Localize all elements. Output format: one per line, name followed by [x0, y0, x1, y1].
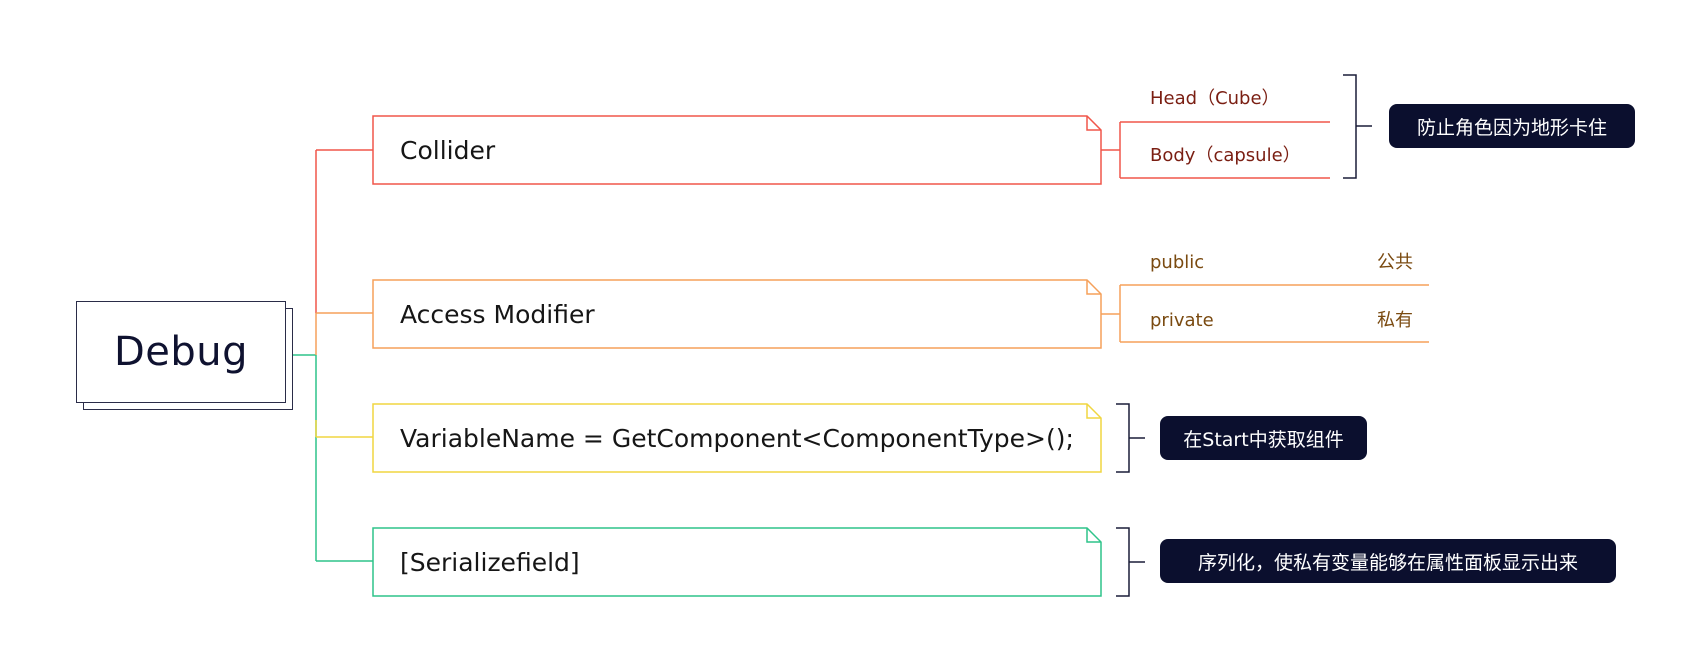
node-box-collider [372, 115, 1102, 185]
node-fold-getcomponent [1086, 404, 1101, 419]
node-box-access [372, 279, 1102, 349]
node-fold-serialize [1086, 528, 1101, 543]
note-getcomponent-summary[interactable]: 在Start中获取组件 [1160, 416, 1367, 460]
node-collider-label[interactable]: Collider [400, 136, 496, 165]
note-serialize-text: 序列化，使私有变量能够在属性面板显示出来 [1197, 551, 1578, 574]
leaf-private[interactable]: private [1150, 310, 1214, 331]
node-fold-access [1086, 280, 1101, 295]
leaf-public[interactable]: public [1150, 252, 1205, 273]
leaf-body-capsule[interactable]: Body（capsule） [1150, 145, 1301, 166]
collider-summary-bracket [1343, 74, 1372, 179]
leaf-private-meaning: 私有 [1377, 310, 1413, 331]
getcomponent-bracket [1116, 403, 1145, 473]
leaf-public-meaning: 公共 [1377, 252, 1413, 273]
node-serializefield-label[interactable]: [Serializefield] [400, 548, 580, 577]
root-node[interactable]: Debug [76, 301, 286, 403]
root-label: Debug [113, 329, 249, 375]
serialize-bracket [1116, 527, 1145, 597]
note-getcomponent-text: 在Start中获取组件 [1183, 428, 1344, 451]
node-box-getcomponent [372, 403, 1102, 473]
note-serialize-summary[interactable]: 序列化，使私有变量能够在属性面板显示出来 [1160, 539, 1616, 583]
note-collider-text: 防止角色因为地形卡住 [1416, 116, 1607, 139]
node-box-serialize [372, 527, 1102, 597]
node-getcomponent-label[interactable]: VariableName = GetComponent<ComponentTyp… [400, 424, 1074, 453]
note-collider-summary[interactable]: 防止角色因为地形卡住 [1389, 104, 1635, 148]
node-access-modifier-label[interactable]: Access Modifier [400, 300, 595, 329]
leaf-head-cube[interactable]: Head（Cube） [1150, 88, 1280, 109]
node-fold-collider [1086, 116, 1101, 131]
